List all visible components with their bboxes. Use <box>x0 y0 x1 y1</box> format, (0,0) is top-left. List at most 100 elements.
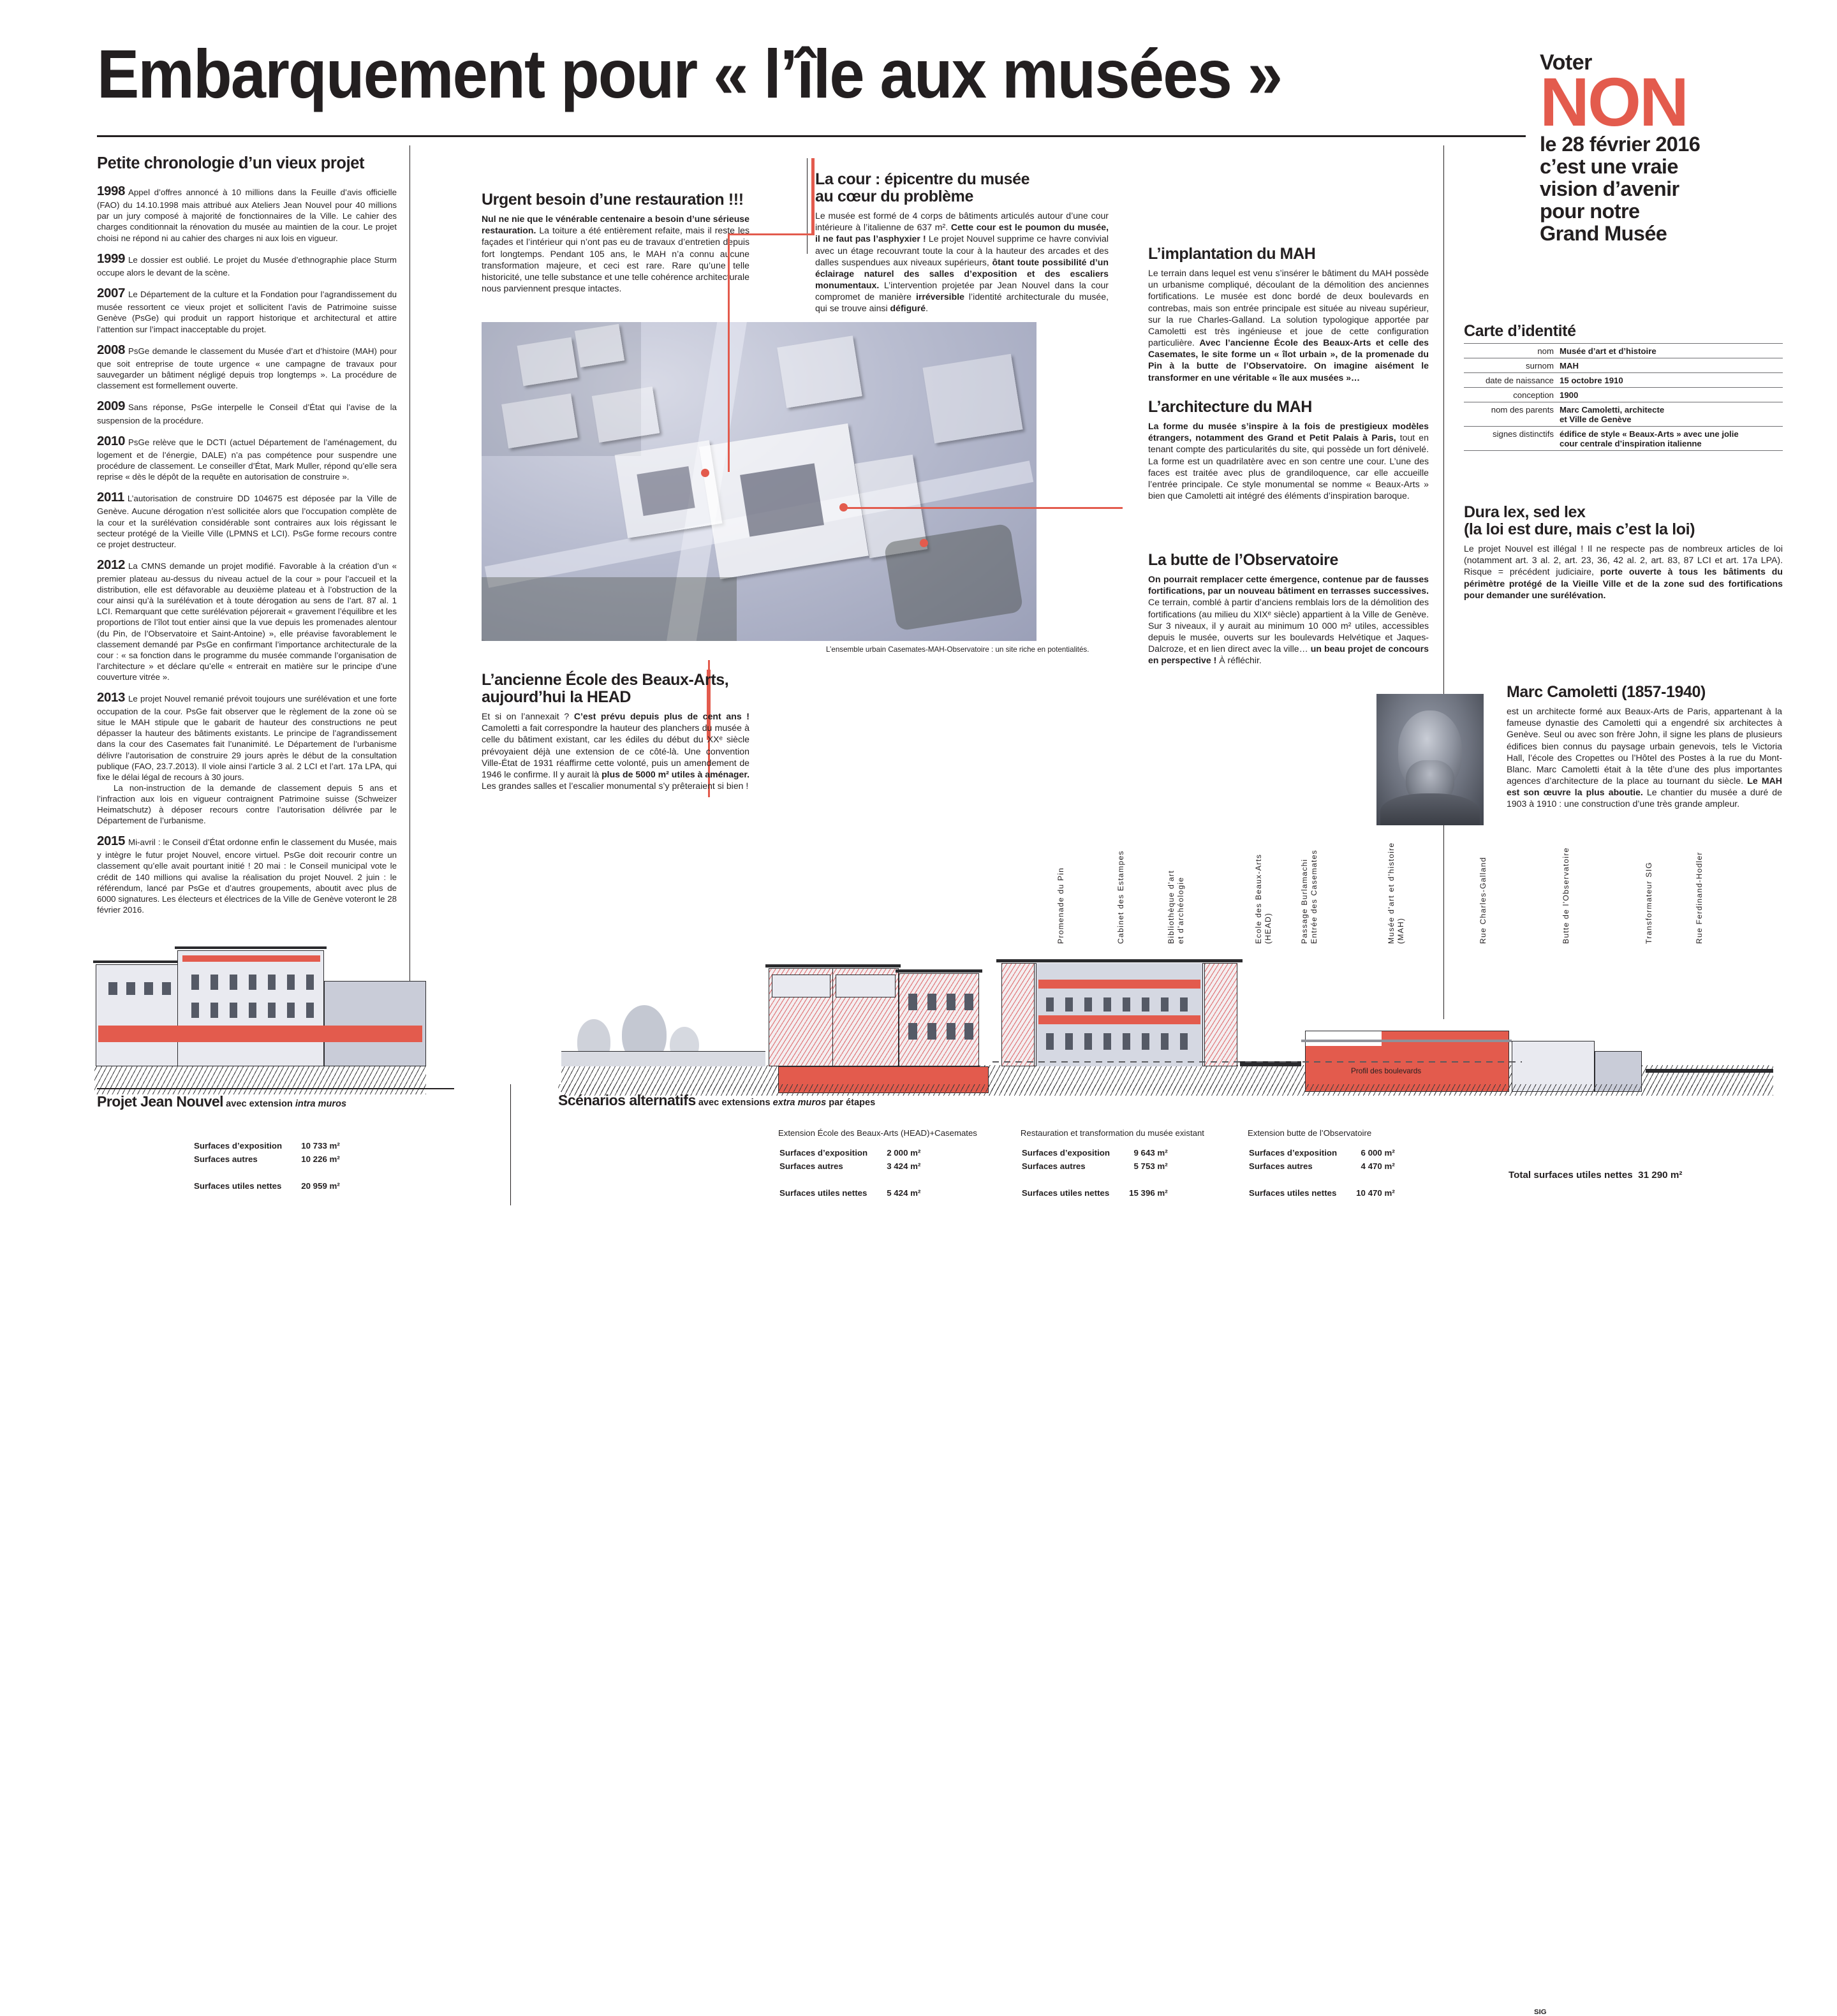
cour-title: La cour : épicentre du musée au cœur du … <box>815 170 1030 205</box>
surface-value: 10 226 m² <box>301 1154 340 1165</box>
surface-row: Surfaces autres 10 226 m² <box>194 1153 340 1165</box>
cour-p3: L’intervention projetée par Jean Nouvel … <box>815 280 1109 302</box>
surface-label: Surfaces autres <box>779 1161 843 1172</box>
table-scenarios-alternatifs: Scénarios alternatifs avec extensions ex… <box>558 1092 1770 1200</box>
grand-total: Total surfaces utiles nettes 31 290 m² <box>1509 1170 1682 1181</box>
surface-label: Surfaces autres <box>194 1154 258 1165</box>
scenario-heading: Extension École des Beaux-Arts (HEAD)+Ca… <box>778 1128 977 1138</box>
head-title: L’ancienne École des Beaux-Arts, aujourd… <box>482 671 729 706</box>
chronology-year: 2010 <box>97 433 126 448</box>
dura-lex-section: Dura lex, sed lex (la loi est dure, mais… <box>1464 504 1783 601</box>
profil-boulevards-label: Profil des boulevards <box>1351 1066 1422 1075</box>
sec-bldg-head <box>899 973 979 1066</box>
connector-cour-vertical <box>811 158 815 235</box>
vote-call-to-action: Voter NON le 28 février 2016 c’est une v… <box>1540 52 1795 245</box>
connector-cour-down <box>728 233 730 472</box>
surface-total-label: Surfaces utiles nettes <box>779 1188 867 1198</box>
chronology-text-cont: La non-instruction de la demande de clas… <box>97 783 397 825</box>
butte-b2: un beau projet de concours en perspectiv… <box>1148 644 1429 666</box>
cour-b4: défiguré <box>890 303 926 314</box>
casemates-outline <box>778 1066 989 1093</box>
head-p1: Et si on l’annexait ? <box>482 711 574 721</box>
butte-existing-profile <box>1301 1040 1512 1042</box>
cour-p4: l’identité architecturale du musée, qui … <box>815 291 1109 314</box>
carte-identite-key: date de naissance <box>1464 372 1560 388</box>
nouvel-subtitle: avec extension intra muros <box>223 1099 347 1109</box>
carte-identite-key: nom des parents <box>1464 402 1560 427</box>
nouvel-table-rule <box>97 1088 454 1089</box>
alt-title-row: Scénarios alternatifs avec extensions ex… <box>558 1092 1770 1109</box>
carte-identite-value: Marc Camoletti, architecte et Ville de G… <box>1560 402 1783 427</box>
promenade-terrain <box>561 1051 765 1066</box>
surface-label: Surfaces autres <box>1248 1161 1313 1172</box>
left-roof-b <box>175 946 327 949</box>
camoletti-body: est un architecte formé aux Beaux-Arts d… <box>1507 705 1782 810</box>
scenario-heading: Extension butte de l’Observatoire <box>1247 1128 1372 1138</box>
section-label: Bibliothèque d’art et d’archéologie <box>1166 870 1185 944</box>
surface-total-label: Surfaces utiles nettes <box>1021 1188 1110 1198</box>
chronology-text: Sans réponse, PsGe interpelle le Conseil… <box>97 402 397 425</box>
section-label: Rue Ferdinand-Hodler <box>1694 851 1704 944</box>
surface-label: Surfaces d’exposition <box>779 1148 868 1158</box>
chronology-year: 2009 <box>97 399 126 414</box>
chronology-text: PsGe relève que le DCTI (actuel Départem… <box>97 437 397 482</box>
carte-identite-value: Musée d’art et d’histoire <box>1560 343 1783 358</box>
rue-ferdinand-hodler-level <box>1646 1069 1773 1073</box>
chronology-text: Le Département de la culture et la Fonda… <box>97 290 397 334</box>
restauration-title: Urgent besoin d’une restauration !!! <box>482 191 744 209</box>
alt-title: Scénarios alternatifs <box>558 1092 696 1108</box>
section-label: Ecole des Beaux-Arts (HEAD) <box>1253 853 1273 944</box>
chronology-text: Appel d’offres annoncé à 10 millions dan… <box>97 188 397 243</box>
surface-spacer <box>1022 1174 1168 1186</box>
surface-label: Surfaces d’exposition <box>194 1141 283 1151</box>
cour-b1: Cette cour est le poumon du musée, il ne… <box>815 222 1109 244</box>
carte-identite-key: conception <box>1464 387 1560 402</box>
sec-mah-wing-right <box>1204 963 1237 1066</box>
carte-identite-value: MAH <box>1560 358 1783 373</box>
section-label: Cabinet des Estampes <box>1116 850 1125 944</box>
surface-total-label: Surfaces utiles nettes <box>194 1181 282 1191</box>
dura-title: Dura lex, sed lex (la loi est dure, mais… <box>1464 503 1695 538</box>
section-label: Rue Charles-Galland <box>1479 857 1488 944</box>
surface-value: 6 000 m² <box>1361 1148 1395 1158</box>
carte-identite-title: Carte d’identité <box>1464 322 1576 340</box>
alt-table-hatch-rule <box>558 1084 1770 1092</box>
profil-boulevards-line <box>992 1061 1522 1063</box>
surface-total-label: Surfaces utiles nettes <box>1248 1188 1337 1198</box>
marker-observatoire <box>920 539 928 547</box>
carte-identite-value: 1900 <box>1560 387 1783 402</box>
left-red-band <box>98 1026 422 1042</box>
chronology-year: 2011 <box>97 490 124 505</box>
marker-mah <box>839 503 848 511</box>
chronology-year: 1999 <box>97 251 126 266</box>
dura-b1: porte ouverte à tous les bâtiments du pé… <box>1464 566 1783 600</box>
masthead: Embarquement pour « l’île aux musées » V… <box>0 0 1837 245</box>
restauration-section: Urgent besoin d’une restauration !!! Nul… <box>482 191 749 294</box>
scenario-block: Extension École des Beaux-Arts (HEAD)+Ca… <box>778 1128 977 1200</box>
camoletti-portrait <box>1376 694 1484 825</box>
chronology-text: Mi-avril : le Conseil d’État ordonne enf… <box>97 837 397 915</box>
